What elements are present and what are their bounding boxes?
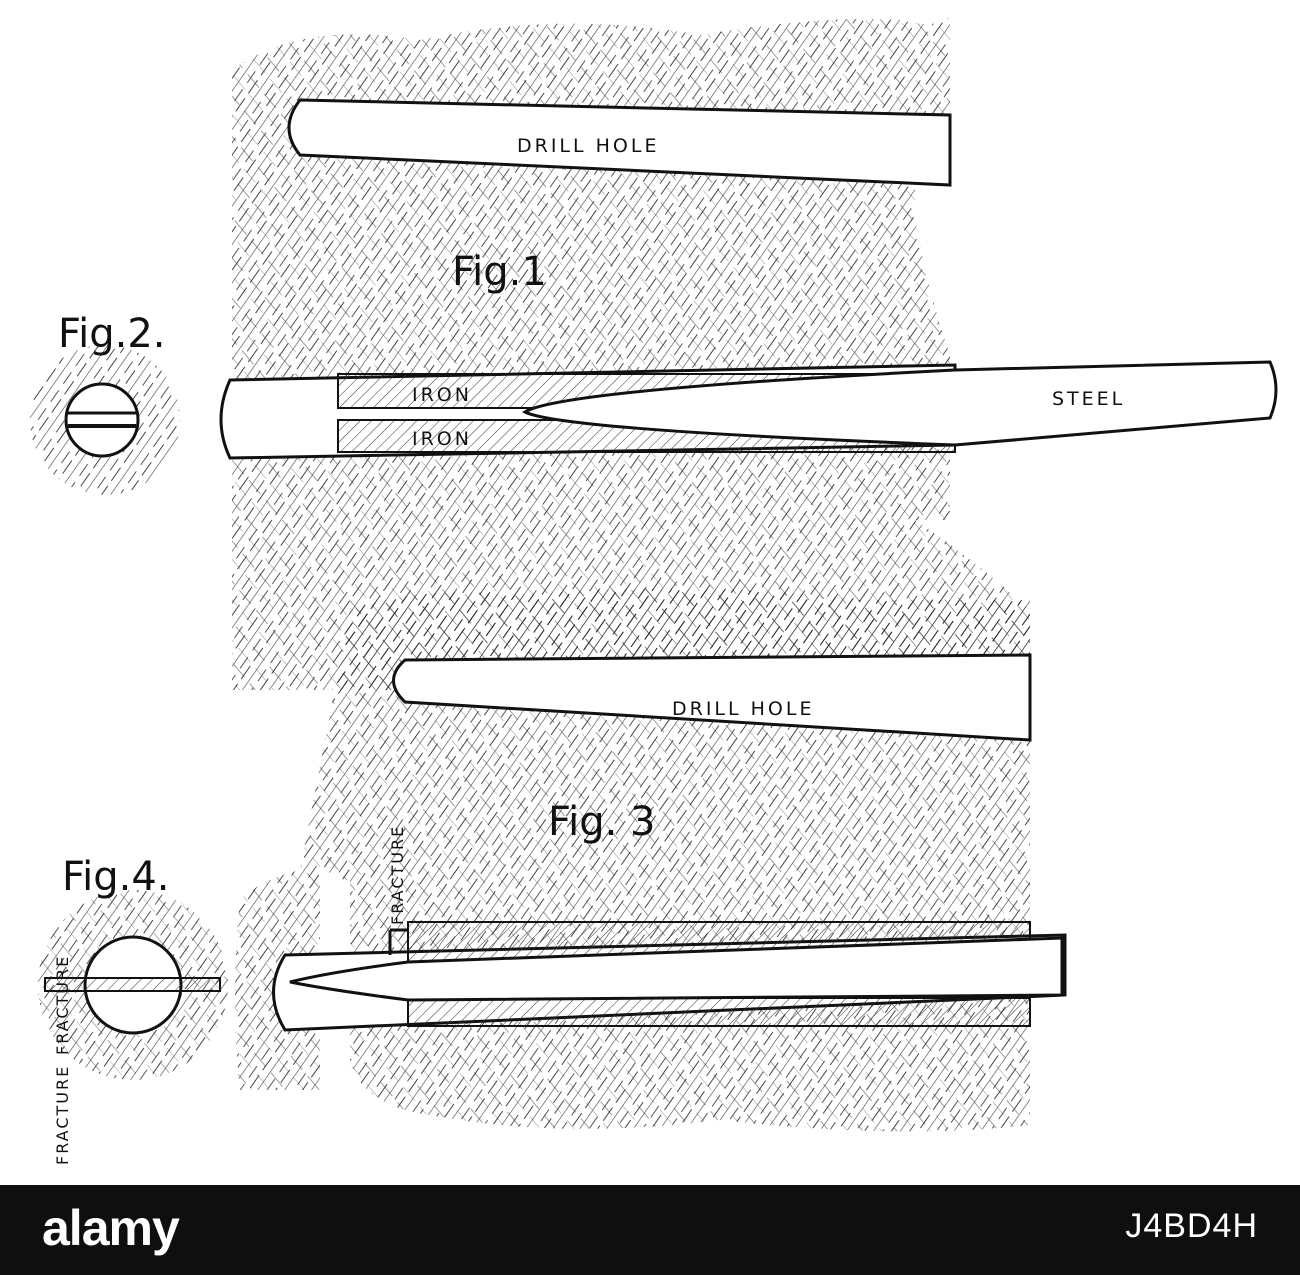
watermark-bar: alamy J4BD4H xyxy=(0,1185,1300,1275)
watermark-logo: alamy xyxy=(42,1200,180,1256)
drill-hole-label-bottom: DRILL HOLE xyxy=(672,698,814,720)
iron-label-top: IRON xyxy=(412,384,472,406)
fig4-cross-section xyxy=(44,935,221,1035)
bottom-drill-hole: DRILL HOLE xyxy=(392,653,1032,742)
fracture-label-vertical: FRACTURE xyxy=(388,825,407,925)
fig2-label: Fig.2. xyxy=(58,311,165,357)
fig1-rock-mass xyxy=(232,15,1030,690)
watermark-stock-id: J4BD4H xyxy=(1125,1207,1258,1245)
fig1-label: Fig.1 xyxy=(452,249,547,295)
fig3-label: Fig. 3 xyxy=(548,799,655,845)
top-drill-hole: DRILL HOLE xyxy=(287,98,952,187)
drill-hole-label-top: DRILL HOLE xyxy=(517,135,659,157)
fracture-label-fig4: FRACTURE xyxy=(53,955,72,1055)
fig4-label: Fig.4. xyxy=(62,854,169,900)
fig1-wedge-assembly: IRON IRON STEEL xyxy=(219,360,1278,460)
iron-label-bottom: IRON xyxy=(412,428,472,450)
steel-label: STEEL xyxy=(1052,388,1125,410)
drill-hole-illustration: DRILL HOLE Fig.1 IRON IRON STEEL Fig.2. … xyxy=(30,15,1278,1165)
fracture-label-bottom: FRACTURE xyxy=(53,1065,72,1165)
steel-wedge xyxy=(521,360,1278,447)
fig3-wedge-assembly xyxy=(272,921,1067,1032)
fig2-cross-section xyxy=(64,382,140,458)
